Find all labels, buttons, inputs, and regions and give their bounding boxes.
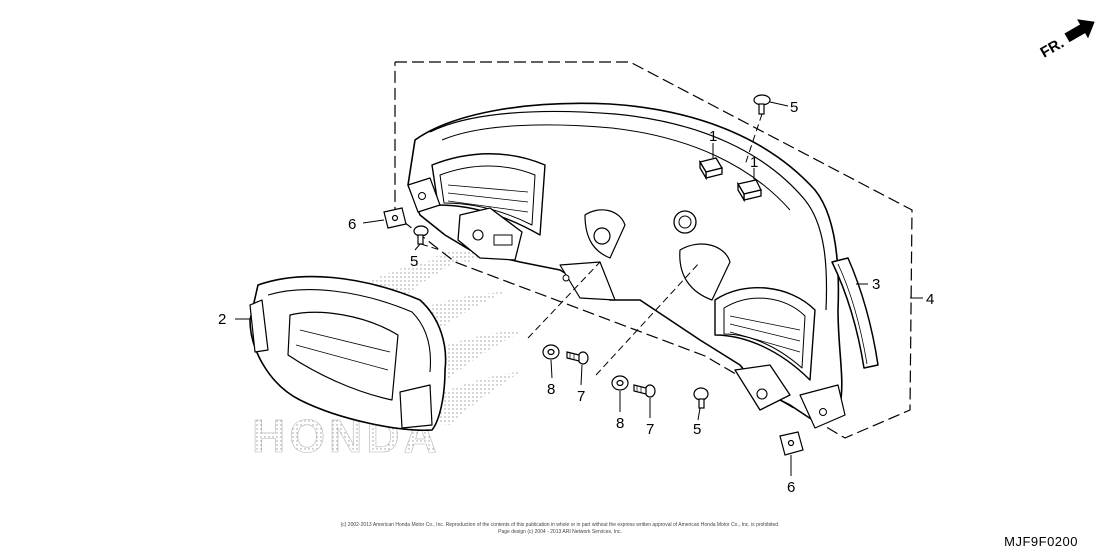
callout-7-left: 7 [577,388,585,405]
callout-6-left: 6 [348,216,356,233]
meter-visor [249,275,447,432]
callout-6-bottom: 6 [787,479,795,496]
cushion-pad-upper [698,157,724,181]
assembly-guide-lines [420,113,763,376]
callout-2: 2 [218,311,226,328]
page-design-notice: Page design (c) 2004 - 2013 ARI Network … [498,529,622,535]
callout-5-left: 5 [410,253,418,270]
callout-4: 4 [926,291,934,308]
washer-left [542,344,560,360]
callout-1-lower: 1 [750,154,758,171]
callout-8-right: 8 [616,415,624,432]
screw-top [753,94,771,115]
screw-left [413,225,429,245]
screw-right [693,387,709,409]
copyright-notice: (c) 2002-2013 American Honda Motor Co., … [340,522,780,528]
tapping-screw-left [566,351,589,365]
arrow-right-icon [1064,19,1095,43]
trim-strip [831,257,879,369]
callout-1-upper: 1 [709,128,717,145]
clip-nut-left [383,207,407,229]
front-direction-arrow: FR. [1038,19,1095,62]
assembly-boundary [394,61,913,439]
washer-right [611,375,629,391]
cushion-pad-lower [736,179,762,203]
callout-3: 3 [872,276,880,293]
leader-lines [235,101,923,476]
tapping-screw-right [633,384,656,398]
front-direction-label: FR. [1038,35,1067,62]
callout-5-right: 5 [693,421,701,438]
callout-8-left: 8 [547,381,555,398]
main-panel-assembly [407,102,846,429]
diagram-code: MJF9F0200 [1004,534,1078,549]
callout-5-top: 5 [790,99,798,116]
clip-nut-bottom [779,431,804,456]
callout-7-right: 7 [646,421,654,438]
